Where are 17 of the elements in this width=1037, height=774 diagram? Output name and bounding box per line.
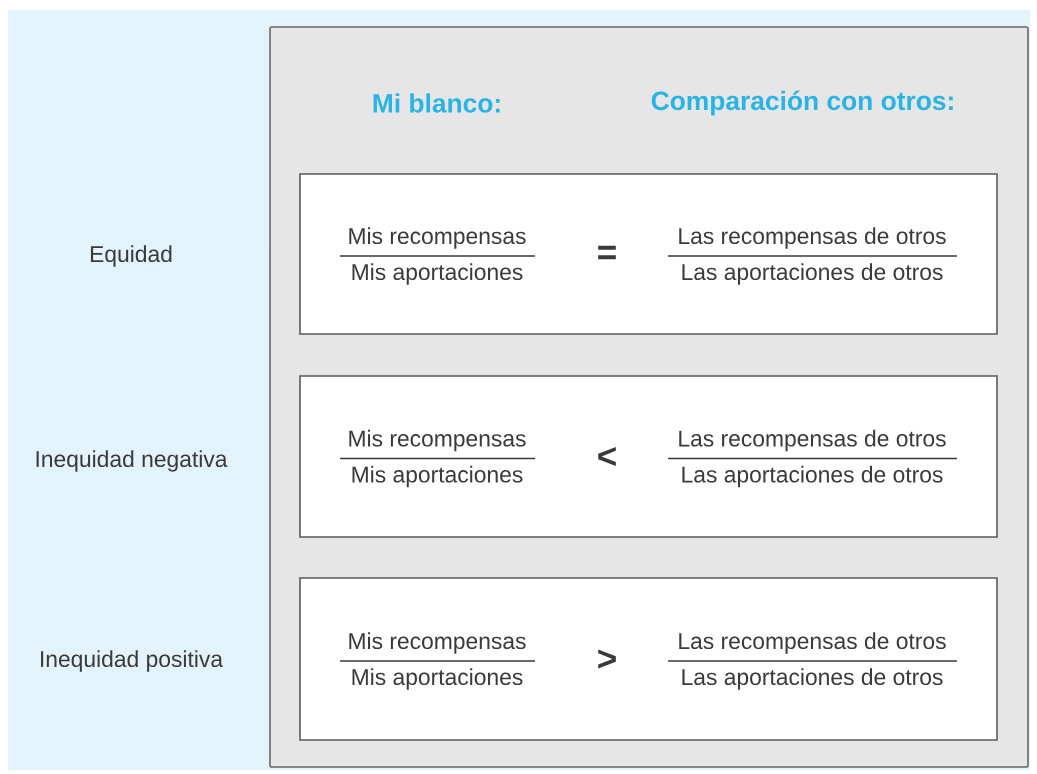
fraction: Las recompensas de otros Las aportaciones de otros bbox=[667, 632, 958, 690]
relation-symbol: < bbox=[598, 446, 616, 466]
row-label: Inequidad positiva bbox=[41, 650, 224, 672]
row-label: Inequidad negativa bbox=[36, 450, 228, 472]
fraction: Mis recompensas Mis aportaciones bbox=[339, 429, 536, 488]
row-label: Equidad bbox=[90, 245, 172, 267]
fraction: Mis recompensas Mis aportaciones bbox=[339, 632, 536, 690]
relation-symbol: > bbox=[598, 649, 616, 669]
ratio-box bbox=[299, 577, 998, 741]
ratio-box bbox=[299, 375, 998, 538]
fraction: Las recompensas de otros Las aportaciones de otros bbox=[667, 227, 958, 285]
column-heading: Comparación con otros: bbox=[651, 90, 953, 116]
fraction: Mis recompensas Mis aportaciones bbox=[339, 227, 536, 285]
column-heading: Mi blanco: bbox=[373, 93, 500, 113]
relation-symbol: = bbox=[598, 245, 616, 260]
fraction: Las recompensas de otros Las aportaciones de otros bbox=[667, 429, 958, 488]
ratio-box bbox=[299, 173, 998, 335]
